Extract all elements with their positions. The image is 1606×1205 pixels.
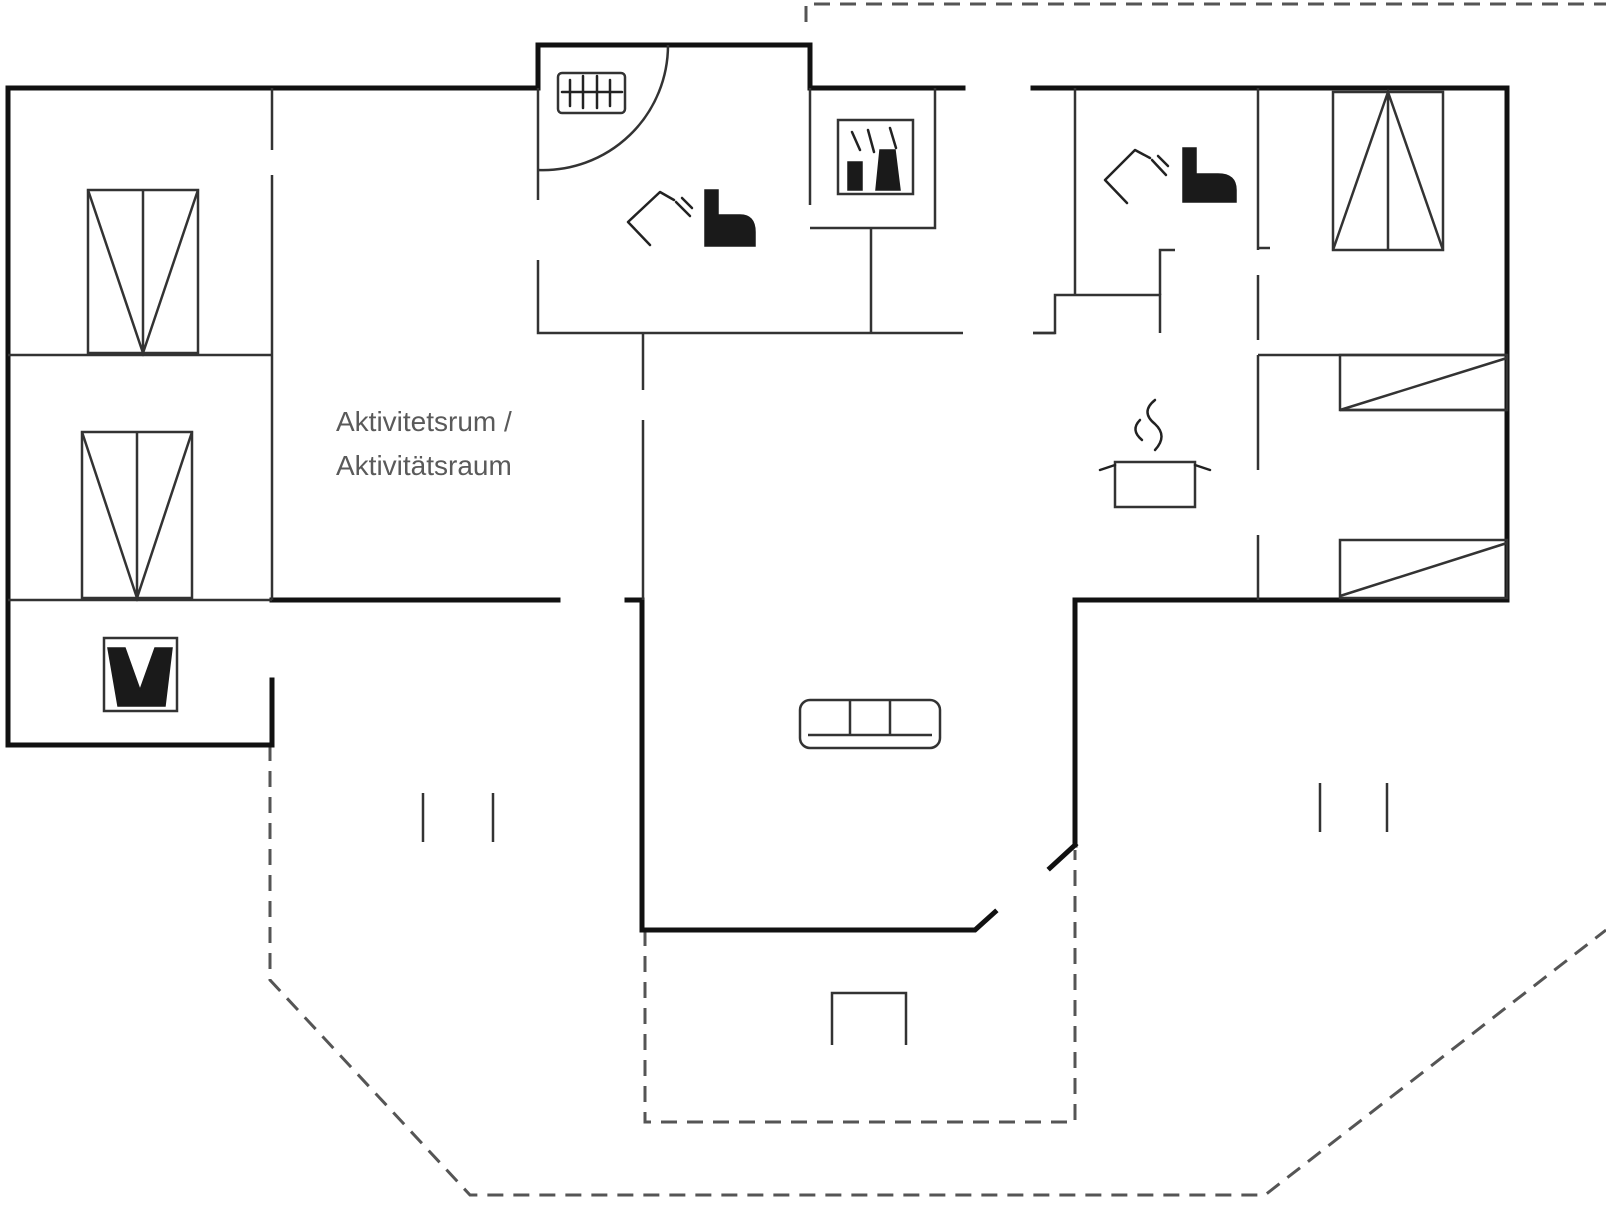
single-bed-icon [1338,353,1509,412]
table-icon [830,991,908,1045]
double-bed-icon [1331,88,1445,252]
activity-room-label-de: Aktivitätsraum [336,450,512,481]
activity-room-label-da: Aktivitetsrum / [336,406,512,437]
activity-room-label: Aktivitetsrum / Aktivitätsraum [336,400,512,488]
door-swing-icon [537,44,670,172]
cooking-pot-icon [1098,398,1212,509]
terrace-outline [268,2,1606,1197]
table-icon [1318,783,1389,832]
toilet-shower-icon [626,189,756,247]
washing-machine-icon [836,118,915,196]
sauna-icon [556,71,627,115]
stove-icon [102,636,179,713]
single-bed-icon [1338,538,1509,600]
double-bed-icon [80,430,194,602]
table-icon [421,793,495,842]
double-bed-icon [86,188,200,357]
sofa-icon [798,698,942,750]
interior-walls [8,88,1507,602]
outer-walls [5,42,1510,933]
toilet-shower-icon [1103,147,1237,205]
